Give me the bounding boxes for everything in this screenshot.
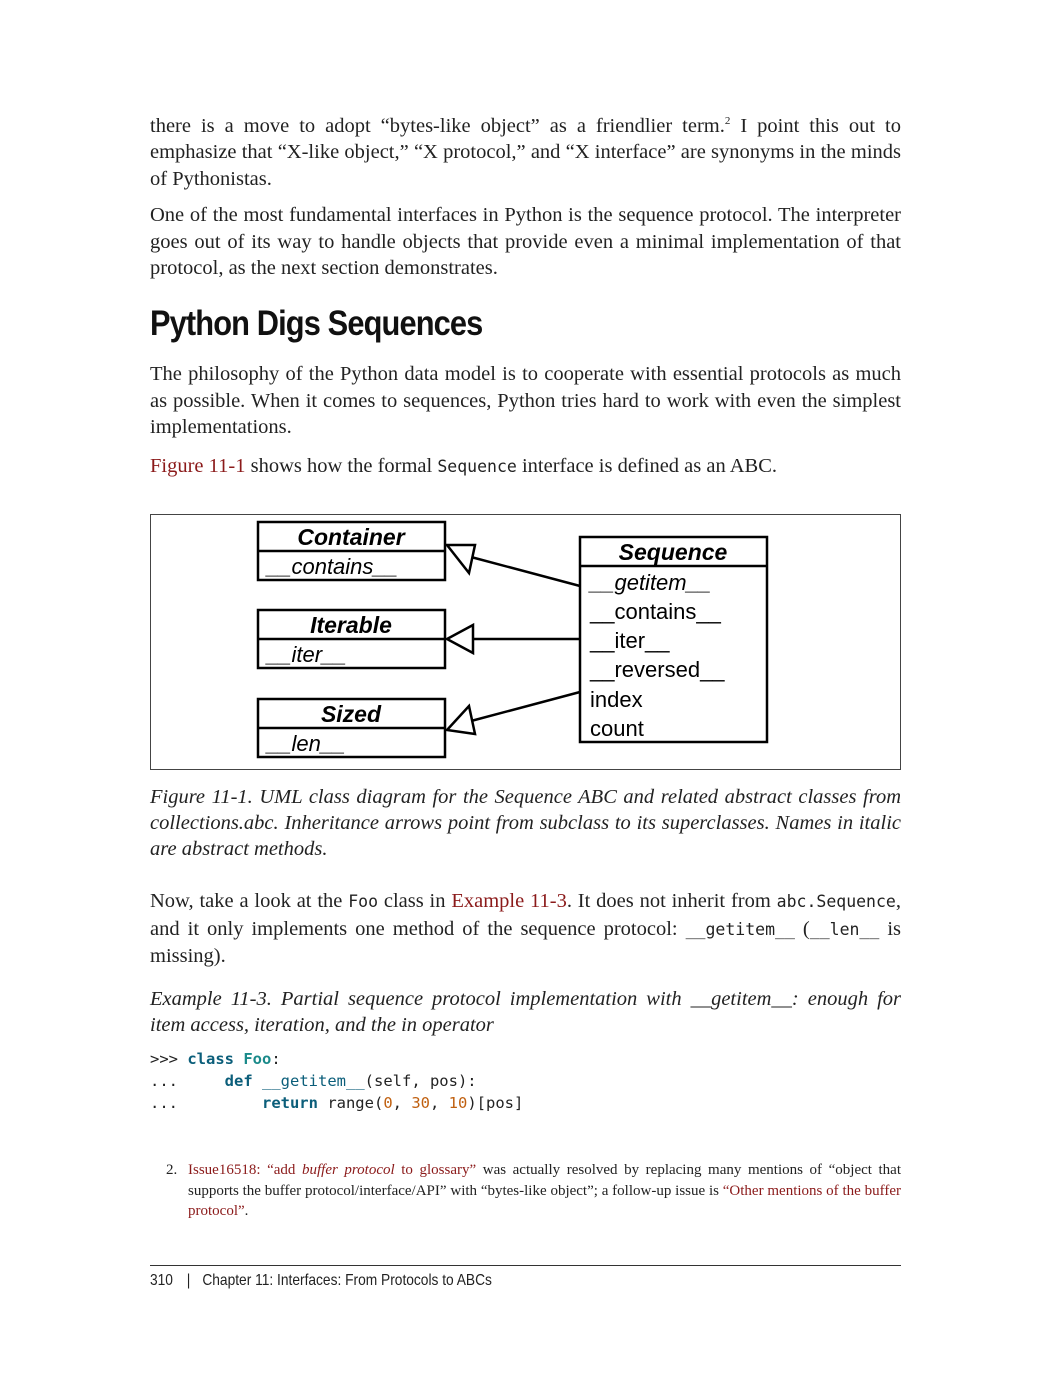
- code-keyword: def: [224, 1072, 253, 1090]
- code-number: 10: [448, 1094, 468, 1112]
- code-text: :: [271, 1050, 281, 1068]
- inheritance-arrow-container: [444, 543, 581, 588]
- footnote-body: .: [244, 1203, 249, 1219]
- code-text: )[pos]: [467, 1094, 524, 1112]
- uml-method: __iter__: [265, 642, 347, 667]
- paragraph-text: . It does not inherit from: [566, 890, 777, 912]
- code-prompt: >>>: [150, 1050, 188, 1068]
- uml-class-name: Sized: [321, 701, 382, 727]
- inline-code: Foo: [348, 892, 379, 911]
- uml-class-container: Container __contains__: [256, 520, 447, 582]
- footnote-number: 2.: [166, 1162, 178, 1178]
- inline-code: abc.Se­quence: [776, 892, 896, 911]
- section-heading: Python Digs Sequences: [150, 304, 483, 343]
- uml-class-name: Container: [297, 524, 405, 550]
- uml-class-name: Iterable: [310, 612, 392, 638]
- inline-code: Sequence: [437, 457, 517, 476]
- page-footer: 310 | Chapter 11: Interfaces: From Protoco…: [150, 1272, 492, 1290]
- code-class-name: Foo: [243, 1050, 272, 1068]
- uml-class-sized: Sized __len__: [256, 697, 447, 759]
- code-text: ,: [392, 1094, 412, 1112]
- footnote-ref-2[interactable]: 2: [724, 115, 731, 127]
- figure-caption: Figure 11-1. UML class diagram for the S…: [150, 786, 901, 860]
- paragraph-philosophy: The philosophy of the Python data model …: [150, 363, 901, 438]
- inheritance-arrow-iterable: [444, 622, 580, 656]
- inline-code: __getitem__: [685, 919, 795, 939]
- code-text: (self, pos):: [364, 1072, 477, 1090]
- footnote-link-issue[interactable]: Issue16518: “add buffer protocol to glos…: [188, 1162, 476, 1178]
- code-function-name: __getitem__: [262, 1072, 365, 1090]
- uml-class-name: Sequence: [619, 539, 728, 565]
- paragraph-text: there is a move to adopt “bytes-like obj…: [150, 114, 725, 137]
- footnote-link-followup[interactable]: “Other mentions of the buffer protocol”: [188, 1182, 901, 1220]
- uml-diagram: Container __contains__ Iterable __iter__…: [256, 520, 769, 759]
- uml-method: __getitem__: [588, 570, 711, 595]
- code-prompt: ...: [150, 1094, 262, 1112]
- footnote-2: 2. Issue16518: “add buffer protocol to g…: [166, 1160, 901, 1222]
- uml-method: __len__: [265, 731, 345, 756]
- uml-method: __iter__: [589, 628, 670, 653]
- link-text: Issue16518: “add: [188, 1162, 302, 1178]
- uml-method: count: [590, 716, 644, 741]
- paragraph-figure-ref: Figure 11-1 shows how the formal Sequenc…: [150, 453, 901, 481]
- page-content: there is a move to adopt “bytes-like obj…: [150, 108, 901, 1289]
- example-caption: Example 11-3. Partial sequence protocol …: [150, 988, 901, 1036]
- running-chapter-title: Chapter 11: Interfaces: From Protocols t…: [202, 1272, 492, 1289]
- paragraph-text: is missing).: [150, 917, 902, 968]
- paragraph-text: (: [794, 917, 810, 940]
- code-text: range(: [317, 1094, 384, 1112]
- uml-method: index: [590, 687, 643, 712]
- link-emphasis: buffer protocol: [301, 1162, 395, 1178]
- uml-class-iterable: Iterable __iter__: [256, 608, 447, 670]
- link-text: to glossary”: [394, 1162, 477, 1178]
- footnote-text: Issue16518: “add buffer protocol to glos…: [188, 1160, 901, 1222]
- code-number: 0: [383, 1094, 393, 1112]
- code-listing: >>> class Foo: ... def __getitem__(self,…: [150, 1048, 523, 1114]
- code-keyword: return: [261, 1094, 318, 1112]
- paragraph-text: shows how the formal: [245, 455, 438, 477]
- figure-link[interactable]: Figure 11-1: [150, 455, 246, 477]
- inheritance-arrow-sized: [444, 690, 581, 736]
- paragraph-text: I point this out to emphasize that “X-li…: [150, 114, 901, 190]
- paragraph-sequence-protocol: One of the most fundamental interfaces i…: [150, 204, 901, 279]
- uml-class-sequence: Sequence __getitem__ __contains__ __iter…: [578, 535, 769, 744]
- uml-method: __contains__: [265, 554, 398, 579]
- code-number: 30: [411, 1094, 430, 1112]
- footnote-body: was actually resolved by replacing many …: [188, 1162, 901, 1199]
- uml-figure: Container __contains__ Iterable __iter__…: [150, 514, 901, 770]
- footer-rule: [150, 1265, 901, 1266]
- inline-code: __len__: [809, 919, 880, 939]
- paragraph-text: Now, take a look at the: [150, 890, 349, 912]
- code-keyword: class: [187, 1050, 234, 1068]
- code-prompt: ...: [150, 1072, 225, 1090]
- paragraph-text: , and it only implements one method of t…: [150, 890, 901, 940]
- page-number: 310: [150, 1272, 173, 1289]
- paragraph-text: interface is defined as an ABC.: [516, 455, 777, 477]
- paragraph-foo-class: Now, take a look at the Foo class in Exa…: [150, 888, 901, 970]
- code-text: ,: [430, 1094, 449, 1112]
- paragraph-text: class in: [378, 890, 452, 912]
- uml-method: __contains__: [589, 599, 722, 624]
- footer-separator: |: [186, 1272, 191, 1289]
- uml-method: __reversed__: [589, 657, 725, 682]
- paragraph-bytes-like: there is a move to adopt “bytes-like obj…: [150, 108, 901, 190]
- example-link[interactable]: Example 11-3: [451, 890, 567, 912]
